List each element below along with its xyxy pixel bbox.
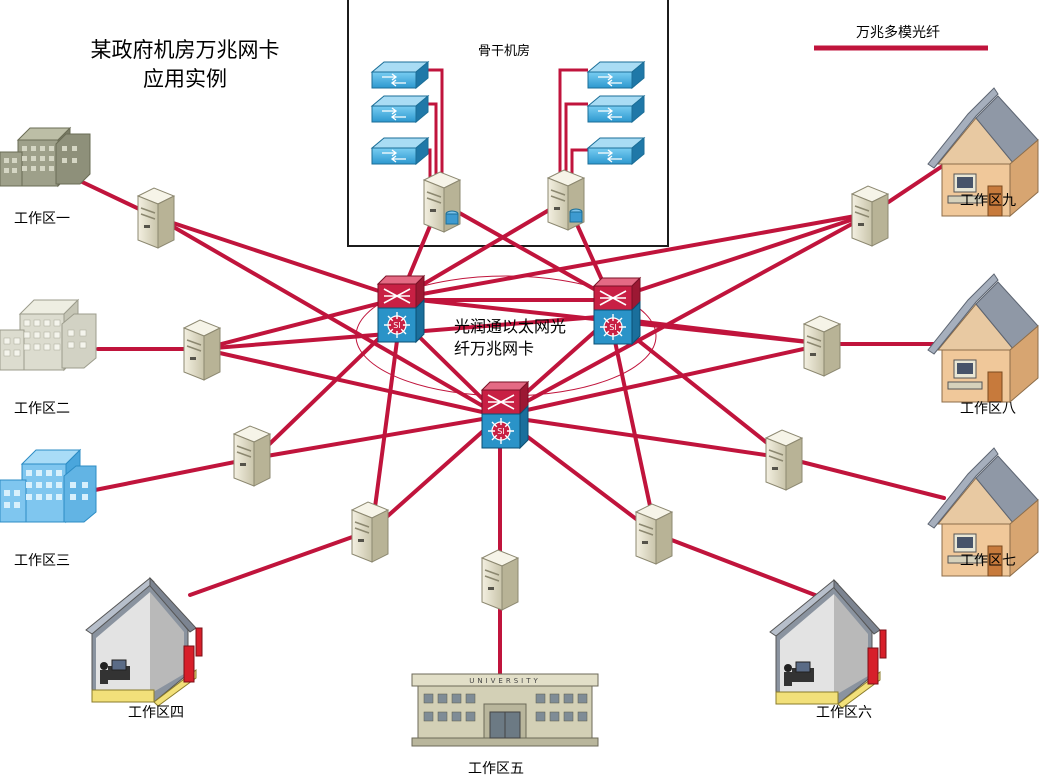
workgroup-switch-icon <box>371 95 429 123</box>
layer3-switch-icon <box>481 381 529 449</box>
zone-label-5: 工作区五 <box>468 761 524 777</box>
office-building-icon <box>0 448 97 524</box>
workgroup-switch-icon <box>587 61 645 89</box>
zone-label-1: 工作区一 <box>14 211 70 227</box>
core-note: 光润通以太网光 纤万兆网卡 <box>454 316 566 360</box>
diagram-title: 某政府机房万兆网卡 应用实例 <box>60 36 310 94</box>
title-line-1: 某政府机房万兆网卡 <box>90 38 280 62</box>
backbone-server-right <box>547 169 585 231</box>
core-note-line-2: 纤万兆网卡 <box>454 339 535 358</box>
layer3-switch-icon <box>377 275 425 343</box>
workgroup-switch-icon <box>587 95 645 123</box>
workgroup-switch-icon <box>371 137 429 165</box>
server-icon <box>183 319 221 381</box>
zone-label-3: 工作区三 <box>14 553 70 569</box>
title-line-2: 应用实例 <box>143 67 227 91</box>
server-icon <box>481 549 519 611</box>
zone-label-4: 工作区四 <box>128 705 184 721</box>
server-icon <box>851 185 889 247</box>
zone-label-2: 工作区二 <box>14 401 70 417</box>
university-sign: UNIVERSITY <box>469 677 541 685</box>
zone-label-8: 工作区八 <box>960 401 1016 417</box>
server-icon <box>137 187 175 249</box>
workgroup-switch-icon <box>371 61 429 89</box>
server-icon <box>635 503 673 565</box>
layer3-switch-icon <box>593 277 641 345</box>
server-icon <box>233 425 271 487</box>
server-icon <box>803 315 841 377</box>
zone-label-7: 工作区七 <box>960 553 1016 569</box>
university-building-icon: UNIVERSITY <box>411 673 599 747</box>
backbone-server-left <box>423 171 461 233</box>
server-icon <box>351 501 389 563</box>
zone-label-6: 工作区六 <box>816 705 872 721</box>
open-building-icon <box>769 579 887 709</box>
zone-label-9: 工作区九 <box>960 193 1016 209</box>
house-computer-icon <box>927 273 1039 403</box>
office-building-icon <box>0 298 97 372</box>
server-icon <box>765 429 803 491</box>
open-building-icon <box>85 577 203 707</box>
office-building-icon <box>0 126 91 188</box>
legend-label: 万兆多模光纤 <box>856 25 940 41</box>
core-room-label: 骨干机房 <box>478 44 531 59</box>
workgroup-switch-icon <box>587 137 645 165</box>
core-note-line-1: 光润通以太网光 <box>454 317 567 336</box>
